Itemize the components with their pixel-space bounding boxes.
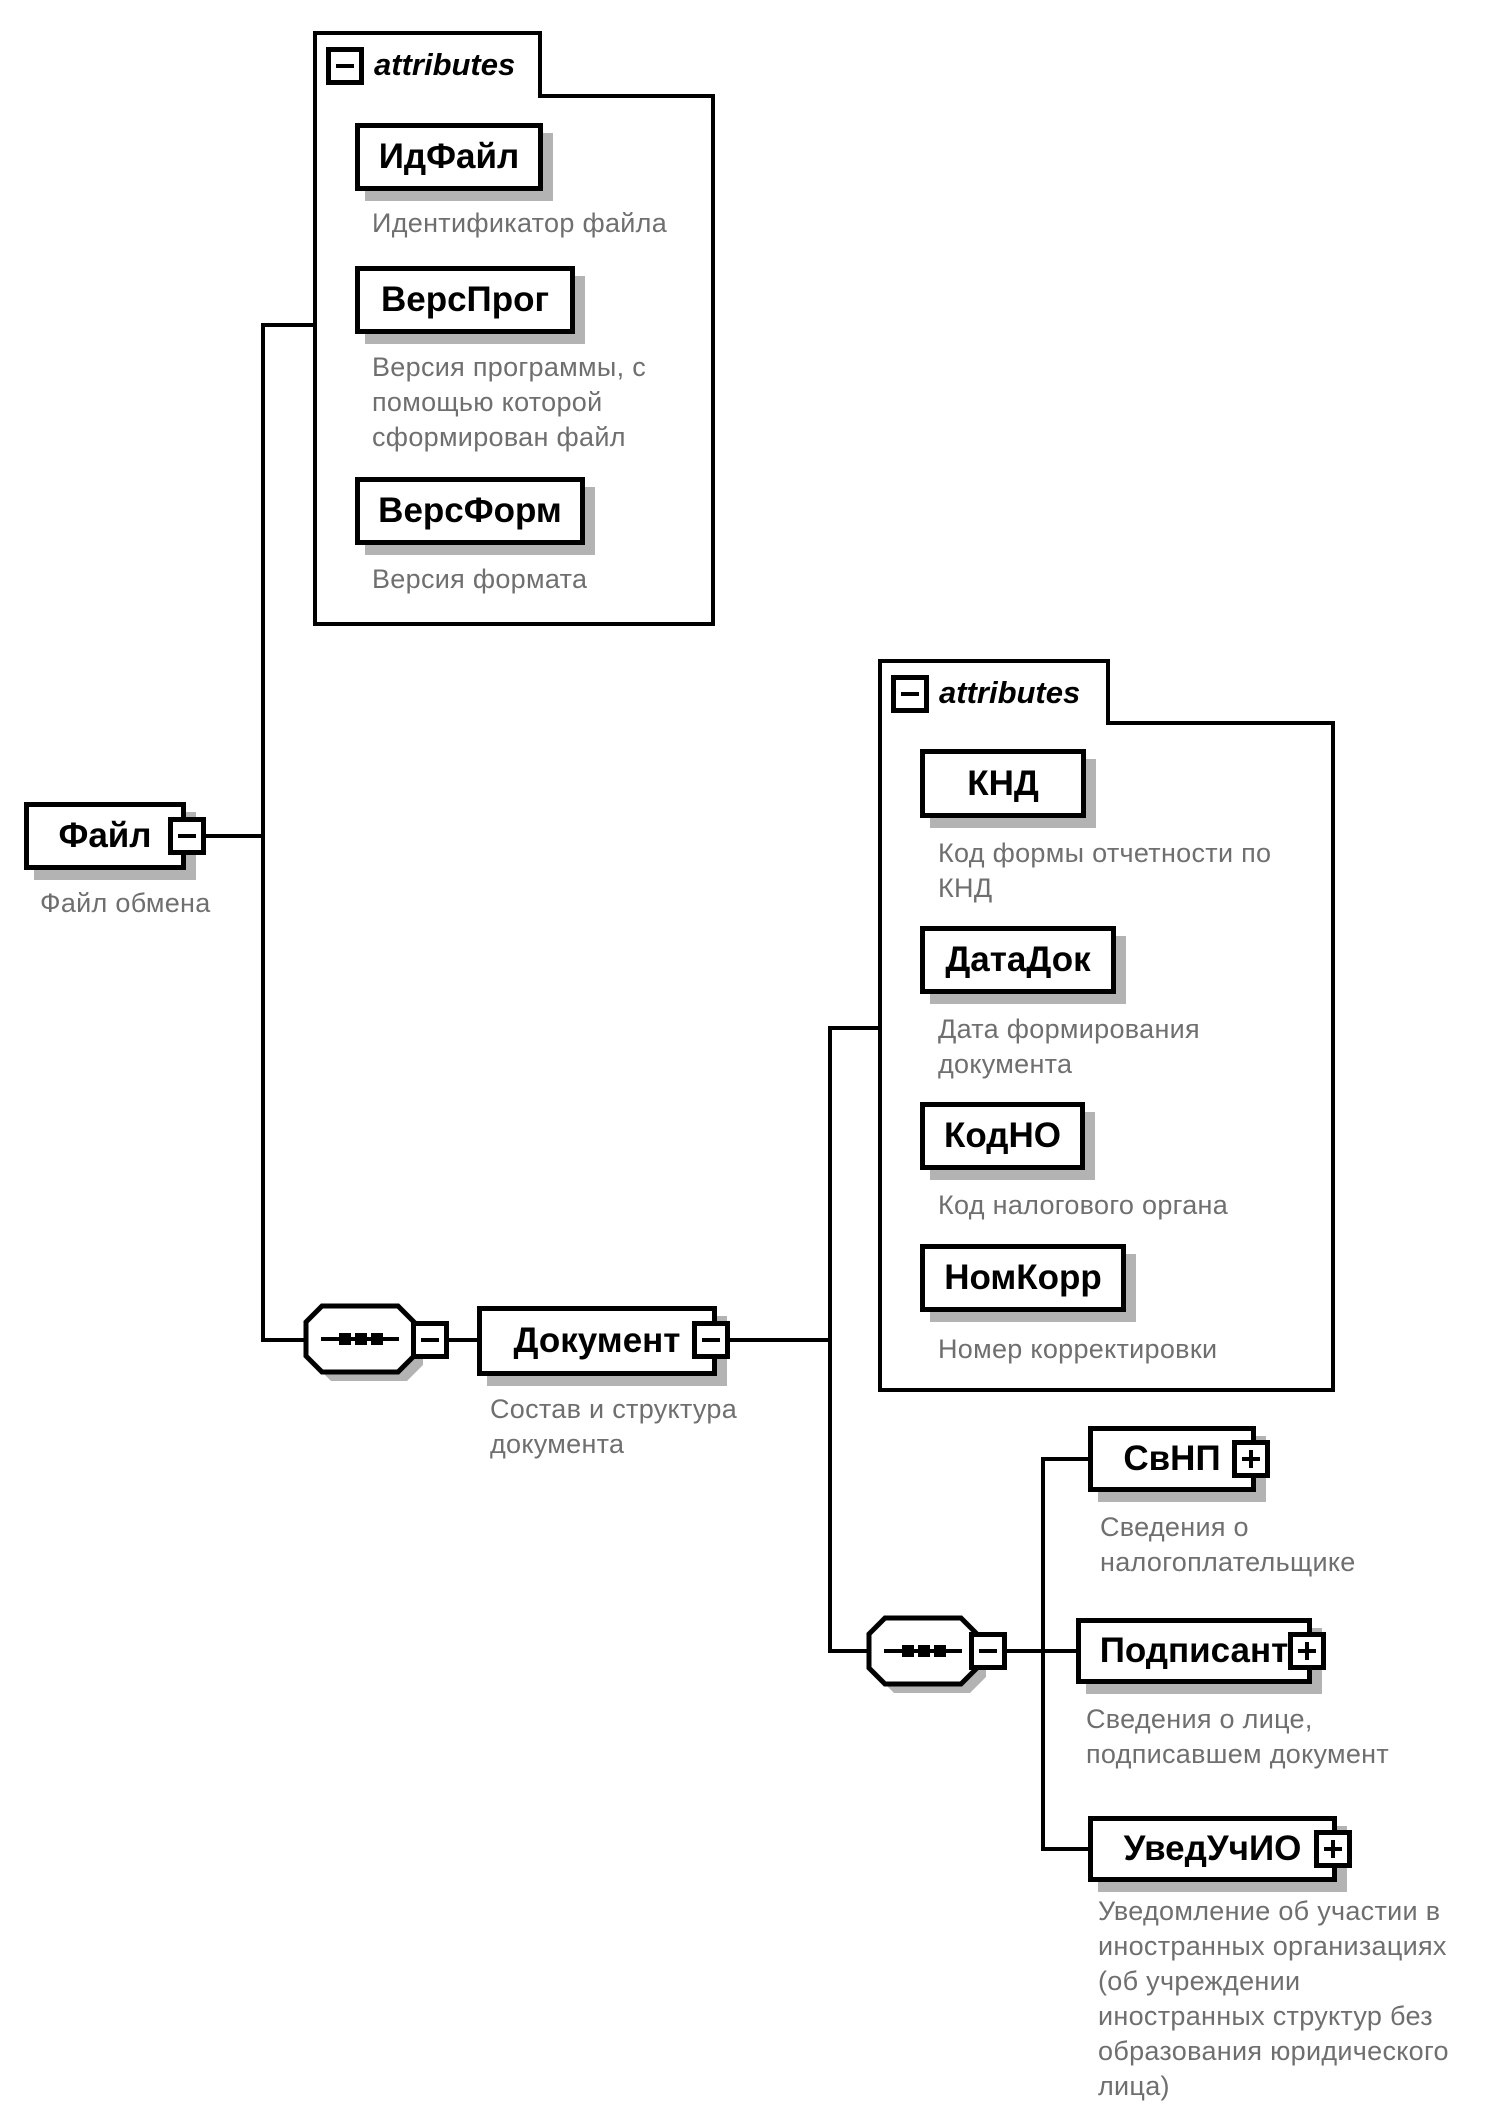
attribute-knd[interactable]: КНД <box>920 749 1086 818</box>
element-name: Подписант <box>1099 1631 1289 1670</box>
attribute-name: ИдФайл <box>378 137 520 176</box>
attributes-label: attributes <box>374 47 516 82</box>
collapse-button-document-attributes[interactable] <box>891 675 929 713</box>
attribute-datadok[interactable]: ДатаДок <box>920 926 1116 994</box>
connector-line <box>204 834 265 838</box>
element-podpisant[interactable]: Подписант <box>1076 1618 1312 1684</box>
collapse-button-fajl[interactable] <box>168 817 206 855</box>
collapse-button-sequence-2[interactable] <box>969 1632 1007 1670</box>
annotation-versform: Версия формата <box>372 564 588 594</box>
annotation-uveduchio: Уведомление об участии в иностранных орг… <box>1098 1896 1449 2101</box>
attributes-label: attributes <box>939 675 1081 710</box>
attribute-idfajl[interactable]: ИдФайл <box>355 123 543 191</box>
plus-icon <box>1331 1840 1335 1858</box>
expand-button-podpisant[interactable] <box>1288 1632 1326 1670</box>
connector-line <box>828 1026 832 1653</box>
attribute-name: ДатаДок <box>945 940 1091 979</box>
connector-line <box>447 1338 481 1342</box>
attributes-box-document-tab <box>878 659 1110 725</box>
annotation-knd: Код формы отчетности по КНД <box>938 838 1272 903</box>
connector-line <box>1041 1457 1092 1461</box>
attribute-versform[interactable]: ВерсФорм <box>355 477 585 545</box>
collapse-button-file-attributes[interactable] <box>326 47 364 85</box>
sequence-compositor-icon[interactable] <box>866 1615 994 1703</box>
minus-icon <box>178 834 196 838</box>
collapse-button-dokument[interactable] <box>692 1321 730 1359</box>
connector-line <box>828 1649 874 1653</box>
expand-button-uveduchio[interactable] <box>1314 1830 1352 1868</box>
element-name: УведУчИО <box>1123 1829 1302 1868</box>
annotation-kodno: Код налогового органа <box>938 1190 1229 1220</box>
minus-icon <box>702 1338 720 1342</box>
attribute-name: НомКорр <box>944 1258 1102 1297</box>
connector-line <box>1041 1847 1092 1851</box>
minus-icon <box>901 692 919 696</box>
annotation-dokument: Состав и структура документа <box>490 1394 738 1459</box>
element-fajl[interactable]: Файл <box>24 802 186 870</box>
attribute-name: КодНО <box>944 1116 1061 1155</box>
plus-icon <box>1305 1642 1309 1660</box>
element-name: СвНП <box>1123 1439 1221 1478</box>
element-svnp[interactable]: СвНП <box>1088 1426 1256 1492</box>
annotation-podpisant: Сведения о лице, подписавшем документ <box>1086 1704 1390 1769</box>
sequence-compositor-icon[interactable] <box>303 1303 431 1391</box>
annotation-fajl: Файл обмена <box>40 888 211 918</box>
minus-icon <box>421 1338 439 1342</box>
annotation-nomkorr: Номер корректировки <box>938 1334 1218 1364</box>
element-dokument[interactable]: Документ <box>477 1306 717 1376</box>
annotation-idfajl: Идентификатор файла <box>372 208 668 238</box>
connector-line <box>263 323 317 327</box>
connector-line <box>261 1338 309 1342</box>
element-name: Документ <box>513 1321 681 1360</box>
connector-line <box>1041 1457 1045 1851</box>
plus-icon <box>1249 1450 1253 1468</box>
connector-line <box>261 323 265 1342</box>
attribute-name: КНД <box>967 763 1039 803</box>
minus-icon <box>336 64 354 68</box>
attribute-kodno[interactable]: КодНО <box>920 1102 1085 1170</box>
annotation-versprog: Версия программы, с помощью которой сфор… <box>372 352 647 452</box>
element-uveduchio[interactable]: УведУчИО <box>1088 1816 1337 1882</box>
attribute-versprog[interactable]: ВерсПрог <box>355 266 575 334</box>
connector-line <box>828 1026 882 1030</box>
element-name: Файл <box>58 816 152 855</box>
annotation-datadok: Дата формирования документа <box>938 1014 1200 1079</box>
annotation-svnp: Сведения о налогоплательщике <box>1100 1512 1356 1577</box>
expand-button-svnp[interactable] <box>1232 1440 1270 1478</box>
attribute-name: ВерсФорм <box>378 491 562 530</box>
collapse-button-sequence-1[interactable] <box>411 1321 449 1359</box>
attribute-nomkorr[interactable]: НомКорр <box>920 1244 1126 1312</box>
attribute-name: ВерсПрог <box>380 280 550 319</box>
minus-icon <box>979 1649 997 1653</box>
connector-line <box>728 1338 832 1342</box>
